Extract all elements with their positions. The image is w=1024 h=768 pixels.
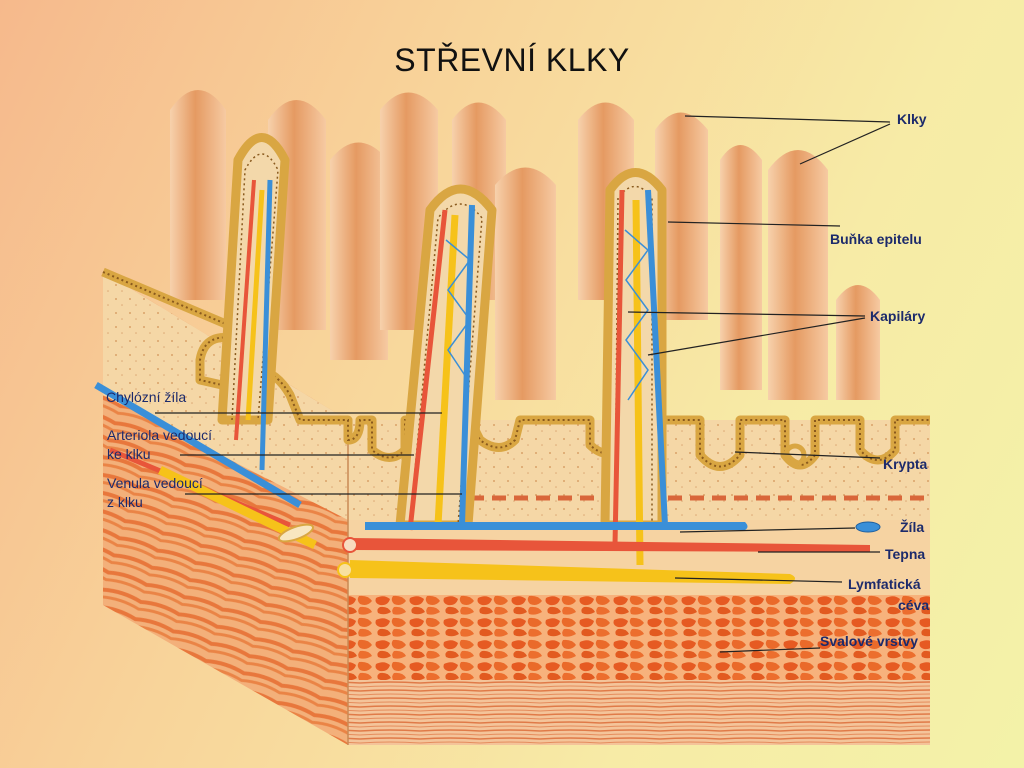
label-krypta: Krypta — [883, 456, 928, 472]
villus — [768, 150, 828, 400]
villus — [495, 168, 556, 401]
label-venula-2: z klku — [107, 494, 143, 510]
vein — [365, 522, 748, 530]
villus — [170, 90, 226, 300]
label-kapilary: Kapiláry — [870, 308, 925, 324]
label-zila: Žíla — [900, 518, 924, 535]
label-lymfaticka-2: céva — [898, 597, 929, 613]
villus — [330, 143, 388, 361]
vein-section — [856, 522, 880, 532]
label-svalove-vrstvy: Svalové vrstvy — [820, 633, 918, 649]
label-chylozni-zila: Chylózní žíla — [106, 389, 186, 405]
label-lymfaticka-1: Lymfatická — [848, 576, 921, 592]
label-tepna: Tepna — [885, 546, 925, 562]
villus — [836, 285, 880, 400]
sectioned-villus-right — [605, 173, 665, 566]
label-venula-1: Venula vedoucí — [107, 475, 203, 491]
longitudinal-muscle-layer — [348, 680, 930, 745]
label-klky: Klky — [897, 111, 927, 127]
label-bunka-epitelu: Buňka epitelu — [830, 231, 922, 247]
label-arteriola-1: Arteriola vedoucí — [107, 427, 212, 443]
villus — [720, 145, 762, 390]
label-arteriola-2: ke klku — [107, 446, 151, 462]
